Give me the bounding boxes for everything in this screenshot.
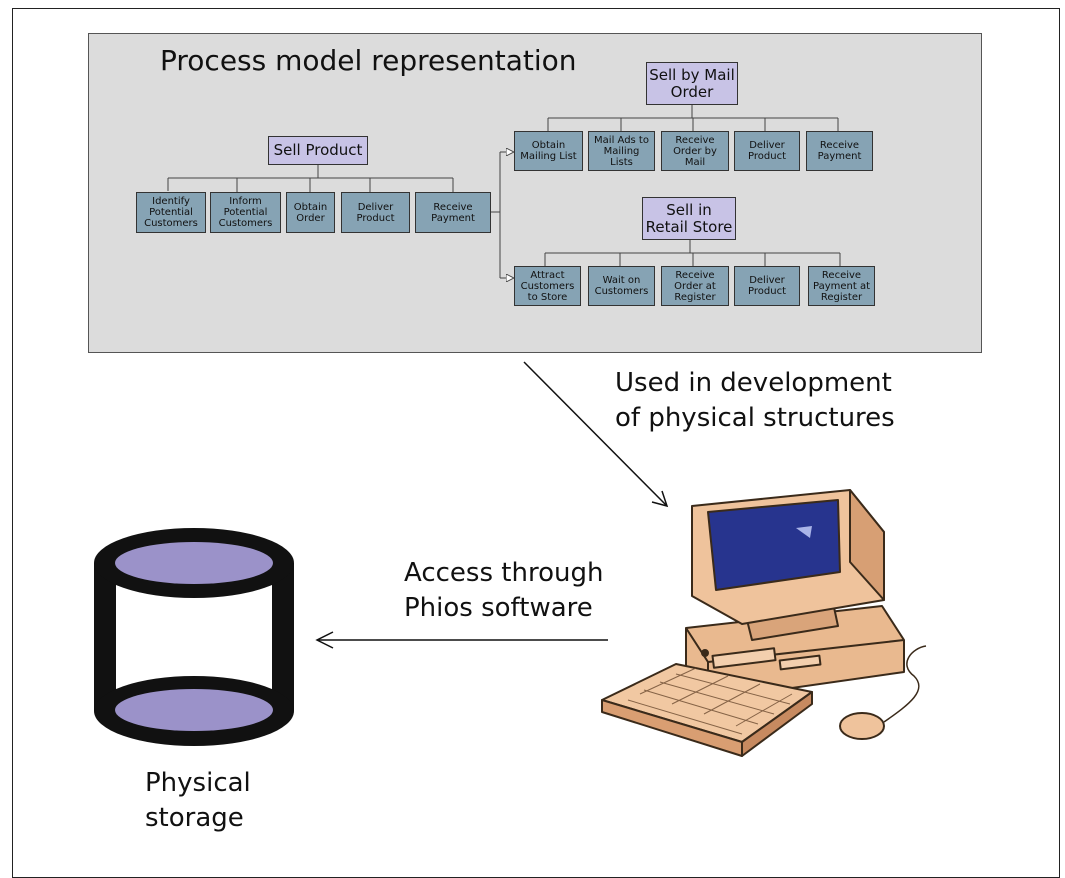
obtain-mailing-list-node: Obtain Mailing List bbox=[514, 131, 583, 171]
development-label: Used in development of physical structur… bbox=[615, 368, 895, 434]
sell-by-mail-order-node: Sell by Mail Order bbox=[646, 62, 738, 105]
mail-ads-node: Mail Ads to Mailing Lists bbox=[588, 131, 655, 171]
identify-potential-customers-node: Identify Potential Customers bbox=[136, 192, 206, 233]
inform-potential-customers-node: Inform Potential Customers bbox=[210, 192, 281, 233]
receive-order-at-register-node: Receive Order at Register bbox=[661, 266, 729, 306]
sell-product-node: Sell Product bbox=[268, 136, 368, 165]
storage-label: Physical storage bbox=[145, 768, 251, 834]
receive-payment-node: Receive Payment bbox=[415, 192, 491, 233]
receive-order-by-mail-node: Receive Order by Mail bbox=[661, 131, 729, 171]
obtain-order-node: Obtain Order bbox=[286, 192, 335, 233]
mail-receive-payment-node: Receive Payment bbox=[806, 131, 873, 171]
retail-deliver-product-node: Deliver Product bbox=[734, 266, 800, 306]
access-label: Access through Phios software bbox=[404, 558, 604, 624]
panel-title: Process model representation bbox=[160, 44, 577, 77]
wait-on-customers-node: Wait on Customers bbox=[588, 266, 655, 306]
receive-payment-at-register-node: Receive Payment at Register bbox=[808, 266, 875, 306]
sell-in-retail-store-node: Sell in Retail Store bbox=[642, 197, 736, 240]
attract-customers-node: Attract Customers to Store bbox=[514, 266, 581, 306]
deliver-product-node: Deliver Product bbox=[341, 192, 410, 233]
mail-deliver-product-node: Deliver Product bbox=[734, 131, 800, 171]
